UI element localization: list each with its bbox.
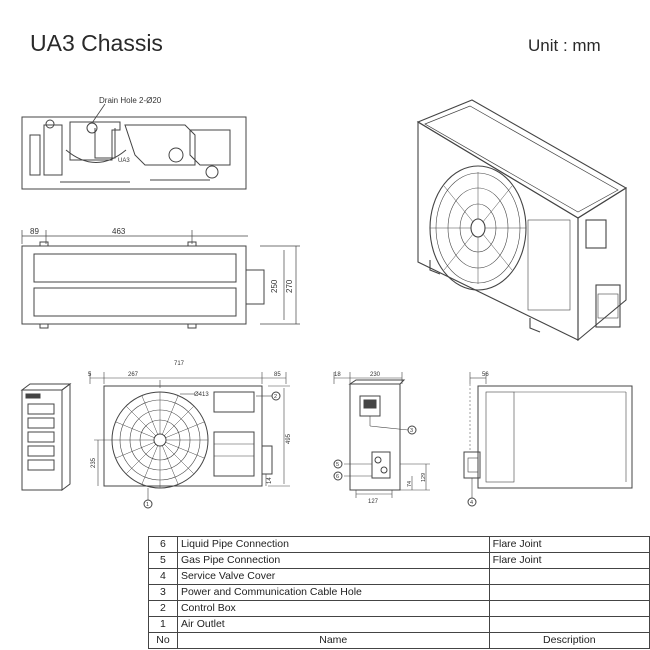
elev-dim-height: 495 (286, 433, 292, 444)
row-no: 1 (148, 616, 178, 633)
side-right-dim-d: 129 (421, 473, 427, 482)
side-right-dim-c: 74 (407, 481, 413, 487)
row-desc: Flare Joint (488, 536, 650, 553)
row-name: Air Outlet (176, 616, 490, 633)
callout-5-circle (333, 459, 343, 469)
row-desc (488, 568, 650, 585)
elevation-outline (103, 385, 263, 487)
side-left-outline (477, 385, 633, 489)
elev-dim-fan-center: 267 (128, 372, 139, 378)
row-name: Control Box (176, 600, 490, 617)
row-no: 6 (148, 536, 178, 553)
row-name: Power and Communication Cable Hole (176, 584, 490, 601)
parts-table: 6 Liquid Pipe Connection Flare Joint 5 G… (148, 536, 650, 649)
row-no: 4 (148, 568, 178, 585)
table-row: 1 Air Outlet (148, 616, 650, 633)
table-row: 6 Liquid Pipe Connection Flare Joint (148, 536, 650, 553)
top-view (21, 103, 247, 190)
side-right-dim-b: 230 (370, 372, 381, 378)
callout-1-circle (143, 499, 153, 509)
top-view-mark: UA3 (118, 158, 130, 164)
front-dim-inner: 250 (270, 279, 279, 293)
callout-6: 6 (336, 474, 339, 480)
row-no: 5 (148, 552, 178, 569)
elev-dim-right: 85 (274, 372, 281, 378)
side-right-dim-a: 18 (334, 372, 341, 378)
header-desc: Description (488, 632, 650, 649)
row-name: Liquid Pipe Connection (176, 536, 490, 553)
table-row: 5 Gas Pipe Connection Flare Joint (148, 552, 650, 569)
front-dim-b: 463 (112, 227, 126, 236)
header-name: Name (176, 632, 490, 649)
side-view-right (333, 372, 430, 498)
table-row: 3 Power and Communication Cable Hole (148, 584, 650, 601)
front-view-outline (21, 245, 247, 325)
side-view-small (20, 383, 72, 491)
elevation-main (89, 372, 290, 509)
elev-dim-width: 717 (174, 361, 185, 367)
callout-3: 3 (410, 428, 413, 434)
row-name: Gas Pipe Connection (176, 552, 490, 569)
side-view-left (463, 372, 633, 507)
table-header-row: No Name Description (148, 632, 650, 649)
unit-label: Unit : mm (528, 36, 601, 55)
drain-hole-2 (168, 147, 184, 163)
callout-1: 1 (146, 502, 149, 508)
side-right-dim-e: 127 (368, 499, 379, 505)
callout-5: 5 (336, 462, 339, 468)
table-row: 4 Service Valve Cover (148, 568, 650, 585)
row-desc (488, 584, 650, 601)
iso-side-face (577, 187, 627, 342)
front-dim-a: 89 (30, 227, 39, 236)
front-dim-outer: 270 (285, 279, 294, 293)
callout-4-circle (467, 497, 477, 507)
callout-3-circle (407, 425, 417, 435)
elev-dim-fan-height: 235 (91, 457, 97, 468)
row-no: 2 (148, 600, 178, 617)
drain-hole-label: Drain Hole 2-Ø20 (99, 96, 162, 105)
table-row: 2 Control Box (148, 600, 650, 617)
callout-2: 2 (274, 394, 277, 400)
elev-dim-fan-dia: Ø413 (194, 392, 209, 398)
front-view (21, 230, 300, 329)
technical-drawing: Drain Hole 2-Ø20 UA3 89 463 250 270 (20, 96, 633, 509)
page-title: UA3 Chassis (30, 30, 163, 56)
iso-front-face (417, 121, 579, 341)
elev-dim-foot: 14 (267, 477, 273, 484)
side-left-dim-a: 56 (482, 372, 489, 378)
row-desc: Flare Joint (488, 552, 650, 569)
row-name: Service Valve Cover (176, 568, 490, 585)
row-desc (488, 616, 650, 633)
top-view-outline (21, 116, 247, 190)
row-no: 3 (148, 584, 178, 601)
row-desc (488, 600, 650, 617)
iso-top-face (416, 99, 628, 219)
callout-6-circle (333, 471, 343, 481)
callout-4: 4 (470, 500, 473, 506)
isometric-view (416, 99, 628, 342)
header-no: No (148, 632, 178, 649)
elev-dim-left: 5 (88, 372, 92, 378)
